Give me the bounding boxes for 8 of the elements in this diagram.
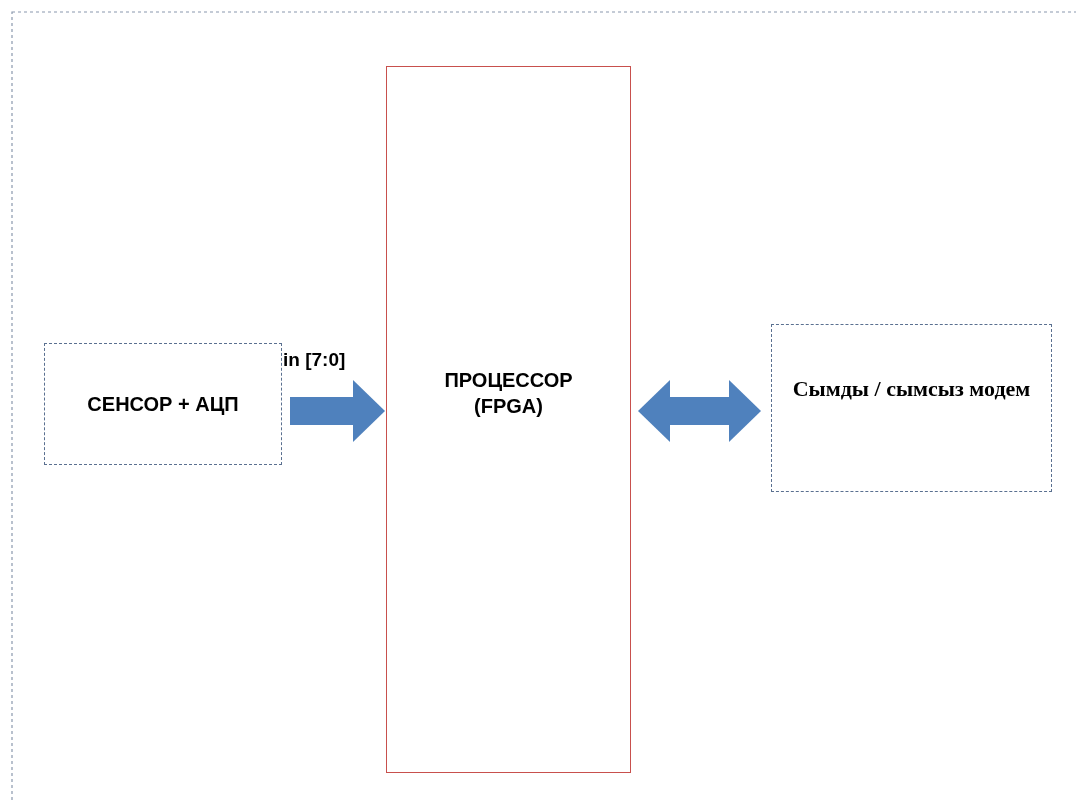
sensor-box bbox=[44, 343, 282, 465]
modem-box bbox=[771, 324, 1052, 492]
block-arrow bbox=[290, 380, 385, 442]
node-label: СЕНСОР + АЦП bbox=[86, 392, 240, 417]
node-label: ПРОЦЕССОР (FPGA) bbox=[443, 368, 574, 419]
block-arrow bbox=[638, 380, 761, 442]
node-label: Сымды / сымсыз модем bbox=[791, 375, 1032, 403]
processor-box bbox=[386, 66, 631, 773]
